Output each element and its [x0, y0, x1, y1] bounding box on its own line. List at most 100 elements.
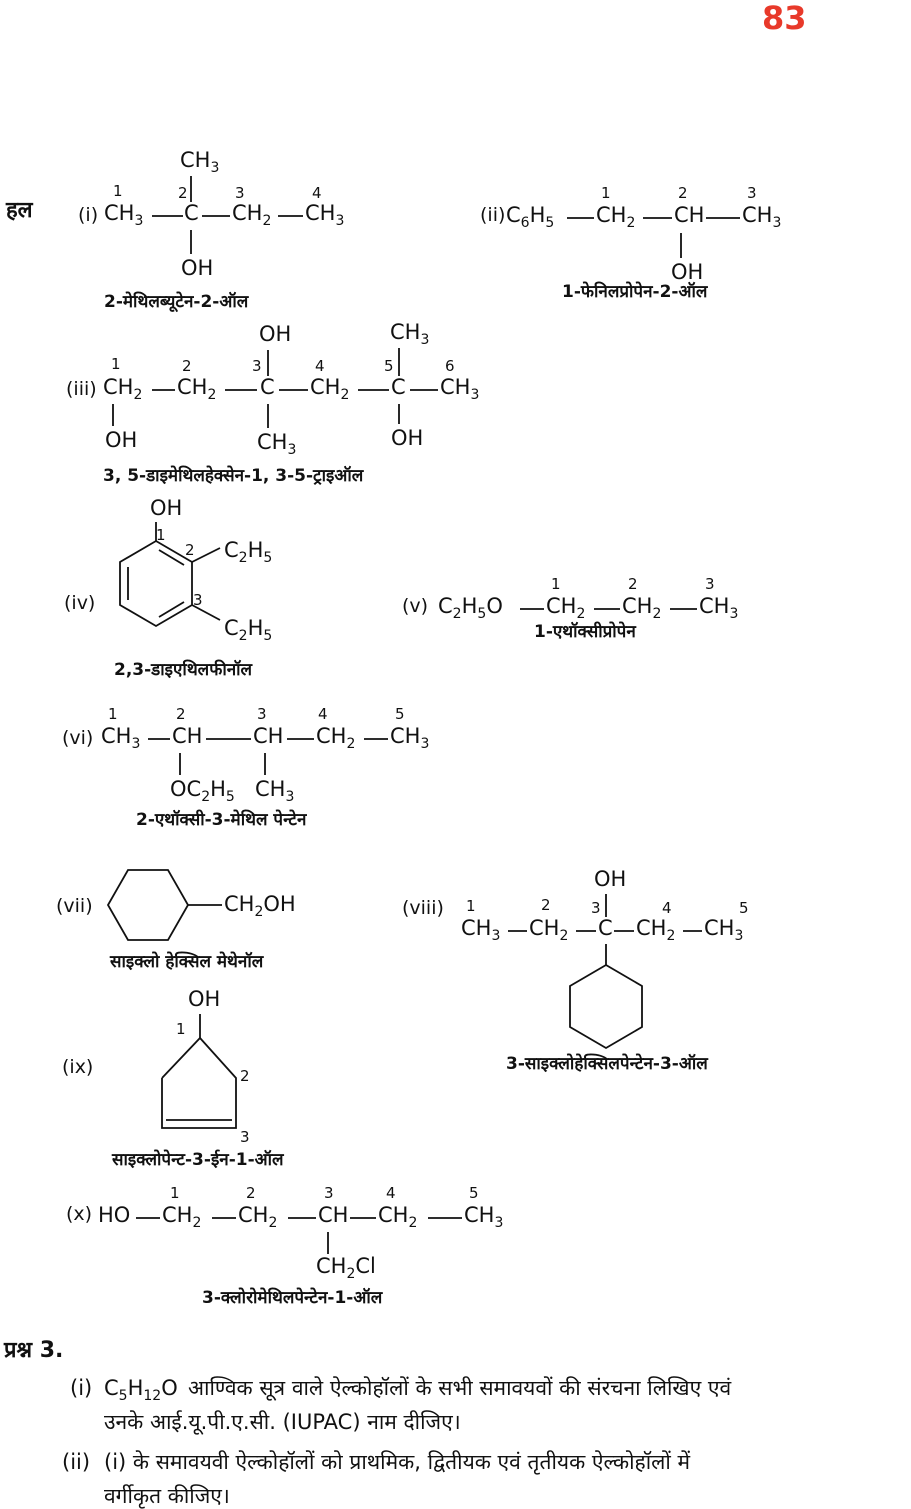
group-text: CH	[464, 1203, 495, 1227]
formula-subscript: 12	[143, 1388, 162, 1405]
locant: 4	[318, 705, 328, 723]
group-subscript: 2	[133, 387, 143, 404]
group-oh: OH	[188, 987, 221, 1011]
group-text: Cl	[355, 1254, 376, 1278]
item-label-vi: (vi)	[62, 727, 94, 749]
group-subscript: 2	[346, 1266, 356, 1283]
group-subscript: 2	[408, 1215, 418, 1232]
group-subscript: 3	[772, 215, 782, 232]
group-c: C	[391, 375, 406, 399]
group-ch: CH	[318, 1203, 349, 1227]
group-subscript: 2	[238, 550, 248, 567]
group-subscript: 2	[452, 606, 462, 623]
group-subscript: 2	[340, 387, 350, 404]
group-subscript: 3	[734, 928, 744, 945]
group-subscript: 2	[626, 215, 636, 232]
group-c: C	[184, 201, 199, 225]
item-label-iv: (iv)	[64, 592, 96, 614]
group-ch2: CH2	[636, 916, 675, 944]
group-text: CH	[546, 594, 577, 618]
formula-text: O	[161, 1376, 178, 1400]
group-text: CH	[101, 724, 132, 748]
group-subscript: 3	[420, 332, 430, 349]
group-subscript: 3	[470, 387, 480, 404]
item-label-i: (i)	[78, 204, 99, 226]
locant: 1	[170, 1184, 180, 1202]
group-subscript: 2	[268, 1215, 278, 1232]
group-c: C	[598, 916, 613, 940]
group-ch: CH	[172, 724, 203, 748]
locant: 2	[240, 1067, 250, 1085]
group-ch3: CH3	[101, 724, 140, 752]
group-text: CH	[224, 892, 255, 916]
compound-name-x: 3-क्लोरोमेथिलपेन्टेन-1-ऑल	[202, 1288, 383, 1308]
group-text: CH	[378, 1203, 409, 1227]
group-subscript: 2	[238, 628, 248, 645]
group-text: C	[438, 594, 453, 618]
locant: 2	[182, 357, 192, 375]
group-text: CH	[305, 201, 336, 225]
group-ch3: CH3	[699, 596, 739, 623]
item-label-vii: (vii)	[56, 895, 93, 917]
group-text: CH	[390, 724, 421, 748]
group-subscript: 3	[287, 442, 297, 459]
group-text: CH	[232, 201, 263, 225]
group-subscript: 2	[192, 1215, 202, 1232]
group-subscript: 3	[491, 928, 501, 945]
group-subscript: 3	[335, 213, 345, 230]
group-ch2: CH2	[529, 918, 568, 944]
locant: 1	[551, 575, 561, 593]
locant: 3	[324, 1184, 334, 1202]
locant: 5	[384, 357, 394, 375]
group-oh: OH	[594, 867, 627, 891]
group-oc2h5: OC2H5	[170, 777, 235, 806]
group-ch3: CH3	[742, 205, 782, 232]
group-ch3: CH3	[104, 201, 143, 229]
locant: 4	[386, 1184, 396, 1202]
group-c: C	[260, 375, 275, 399]
group-ch2: CH2	[596, 205, 636, 232]
group-subscript: 5	[225, 789, 235, 806]
group-subscript: 5	[263, 628, 273, 645]
compound-name-vi: 2-एथॉक्सी-3-मेथिल पेन्टेन	[136, 810, 307, 830]
locant: 5	[739, 899, 749, 917]
group-c2h5: C2H5	[224, 538, 272, 567]
locant: 1	[156, 526, 166, 544]
compound-name-ii: 1-फेनिलप्रोपेन-2-ऑल	[562, 282, 708, 302]
group-text: H	[210, 777, 226, 801]
group-subscript: 2	[207, 387, 217, 404]
group-text: H	[247, 616, 264, 640]
question-part-i-line2: उनके आई.यू.पी.ए.सी. (IUPAC) नाम दीजिए।	[104, 1410, 461, 1434]
group-text: CH	[316, 1254, 347, 1278]
locant: 3	[252, 357, 262, 375]
locant: 3	[591, 899, 601, 917]
group-ch3: CH3	[440, 377, 480, 404]
solution-label: हल	[6, 198, 33, 223]
locant: 6	[445, 357, 455, 375]
compound-name-iv: 2,3-डाइएथिलफीनॉल	[114, 660, 253, 680]
group-subscript: 5	[545, 215, 555, 232]
group-text: OH	[263, 892, 296, 916]
group-ch3: CH3	[257, 432, 297, 459]
group-subscript: 6	[520, 215, 530, 232]
group-subscript: 2	[576, 606, 586, 623]
group-text: CH	[461, 916, 492, 940]
group-text: CH	[180, 148, 211, 172]
locant: 2	[678, 184, 688, 202]
group-text: CH	[104, 201, 135, 225]
group-text: CH	[636, 916, 667, 940]
item-label-v: (v)	[402, 595, 429, 617]
group-c2h5: C2H5	[224, 616, 273, 645]
compound-name-v: 1-एथॉक्सीप्रोपेन	[534, 622, 636, 642]
group-ch3: CH3	[255, 779, 294, 805]
group-subscript: 3	[729, 606, 739, 623]
group-oh: OH	[105, 428, 138, 452]
group-ch2oh: CH2OH	[224, 892, 296, 920]
locant: 4	[662, 899, 672, 917]
locant: 3	[747, 184, 757, 202]
group-ch2: CH2	[238, 1205, 278, 1232]
question-part-ii-label: (ii)	[62, 1450, 91, 1474]
group-text: H	[247, 538, 264, 562]
group-text: CH	[162, 1203, 193, 1227]
